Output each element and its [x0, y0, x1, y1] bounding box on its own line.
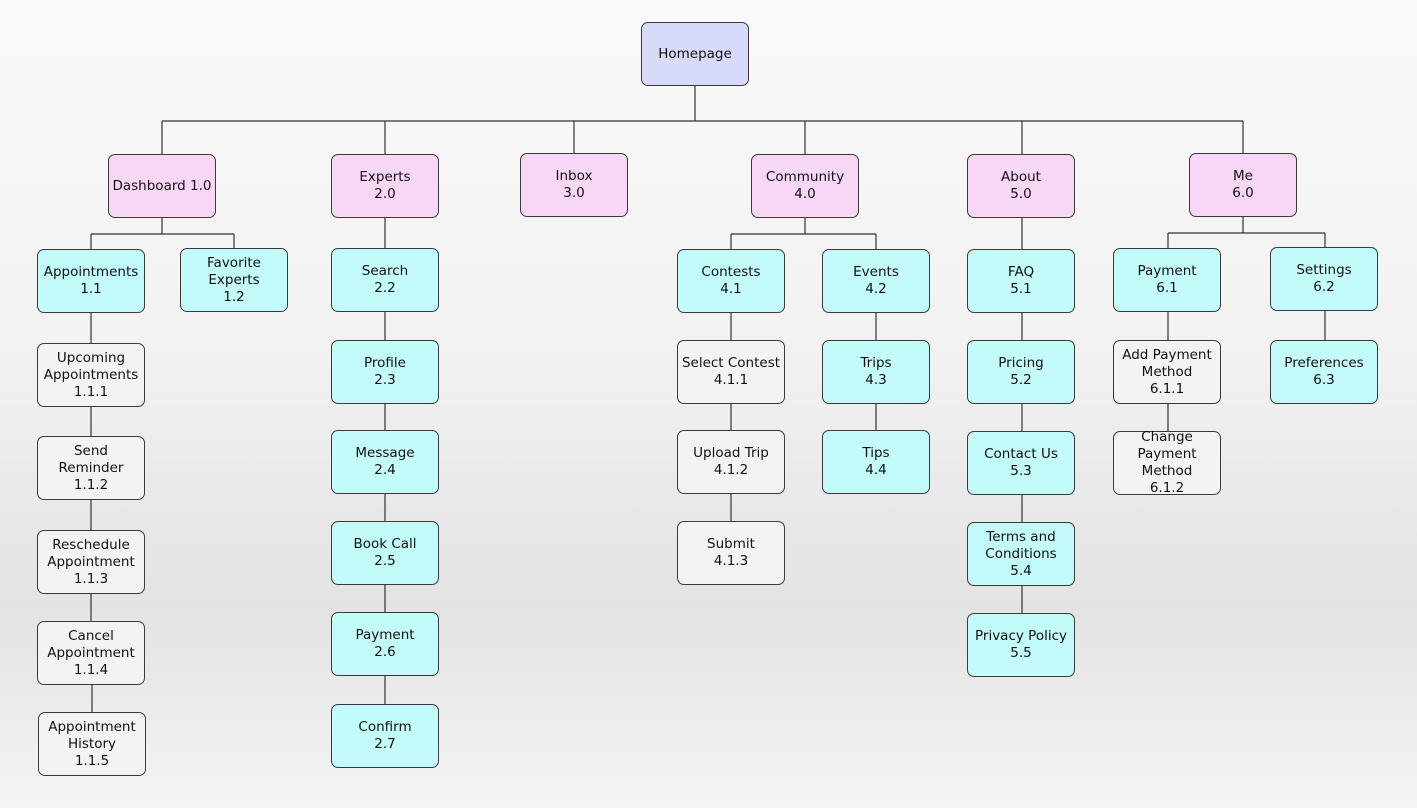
connector-line [1167, 311, 1326, 431]
node-label: Dashboard 1.0 [112, 177, 212, 194]
connector-line [1167, 217, 1326, 248]
connector-line [90, 313, 93, 712]
node-label: Homepage [658, 45, 732, 62]
node-homepage[interactable]: Homepage [641, 22, 749, 86]
connector-line [161, 86, 1244, 154]
connector-line [90, 218, 235, 249]
connector-line [730, 218, 877, 249]
node-dashboard[interactable]: Dashboard 1.0 [108, 154, 216, 218]
connector-group [90, 86, 1326, 712]
